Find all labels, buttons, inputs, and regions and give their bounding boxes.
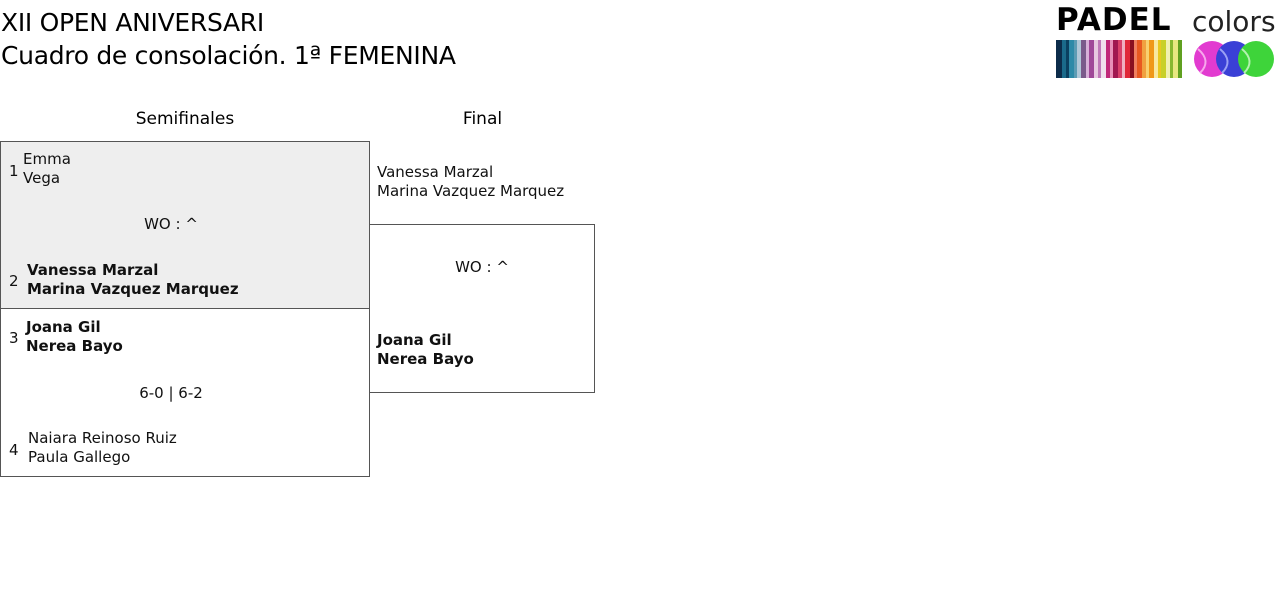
semifinal-2-score: 6-0 | 6-2 — [139, 384, 203, 402]
player-name: Joana Gil — [26, 318, 101, 336]
seed-number: 4 — [9, 441, 19, 459]
final-score: WO : ^ — [455, 258, 509, 276]
semifinal-1-match[interactable]: 1 Emma Vega WO : ^ 2 Vanessa Marzal Mari… — [0, 141, 370, 309]
player-name: Vanessa Marzal — [27, 261, 159, 279]
page-title: XII OPEN ANIVERSARI Cuadro de consolació… — [1, 6, 456, 72]
semifinal-2-team-top: Joana Gil Nerea Bayo — [26, 318, 123, 356]
player-name: Paula Gallego — [28, 448, 131, 466]
player-name: Marina Vazquez Marquez — [27, 280, 239, 298]
logo-stripes-graphic — [1056, 40, 1182, 78]
semifinal-1-score: WO : ^ — [144, 215, 198, 233]
seed-number: 3 — [9, 329, 19, 347]
round-header-final: Final — [462, 109, 503, 129]
seed-number: 2 — [9, 272, 19, 290]
tournament-name: XII OPEN ANIVERSARI — [1, 8, 264, 37]
player-name: Nerea Bayo — [26, 337, 123, 355]
player-name: Joana Gil — [377, 331, 452, 349]
player-name: Nerea Bayo — [377, 350, 474, 368]
semifinal-1-team-bottom: Vanessa Marzal Marina Vazquez Marquez — [27, 261, 239, 299]
semifinal-1-team-top: Emma Vega — [23, 150, 71, 188]
logo-word-padel: PADEL — [1056, 2, 1172, 38]
logo-balls-graphic — [1194, 41, 1274, 77]
padel-colors-logo: PADEL colors — [1056, 2, 1278, 80]
player-name: Naiara Reinoso Ruiz — [28, 429, 177, 447]
semifinal-2-match[interactable]: 3 Joana Gil Nerea Bayo 6-0 | 6-2 4 Naiar… — [0, 308, 370, 477]
logo-word-colors: colors — [1192, 5, 1276, 38]
player-name: Vanessa Marzal — [377, 163, 494, 181]
final-team-bottom: Joana Gil Nerea Bayo — [377, 331, 474, 369]
round-header-semifinals: Semifinales — [135, 109, 235, 129]
final-team-top: Vanessa Marzal Marina Vazquez Marquez — [377, 163, 564, 201]
seed-number: 1 — [9, 162, 19, 180]
player-name: Vega — [23, 169, 61, 187]
draw-name: Cuadro de consolación. 1ª FEMENINA — [1, 41, 456, 70]
semifinal-2-team-bottom: Naiara Reinoso Ruiz Paula Gallego — [28, 429, 177, 467]
player-name: Emma — [23, 150, 71, 168]
player-name: Marina Vazquez Marquez — [377, 182, 565, 200]
final-match[interactable]: WO : ^ Joana Gil Nerea Bayo — [369, 224, 595, 393]
